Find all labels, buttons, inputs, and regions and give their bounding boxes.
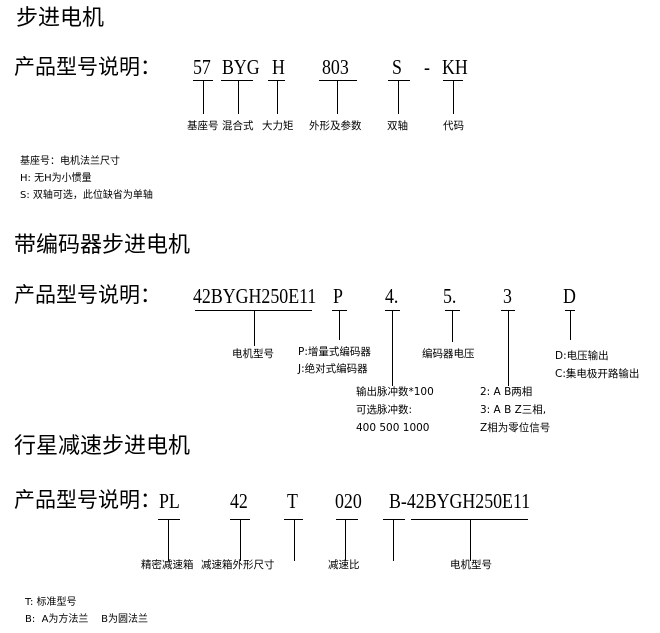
model-prefix: 产品型号说明： [14, 488, 161, 512]
underline [268, 80, 285, 81]
label-open-collector: C:集电极开路输出 [555, 368, 640, 380]
leader-line [470, 519, 471, 561]
underline [284, 519, 303, 520]
model-prefix: 产品型号说明： [14, 55, 161, 79]
leader-line [168, 519, 169, 561]
code-3: 3 [503, 284, 512, 308]
label-shape: 外形及参数 [309, 120, 362, 132]
underline [411, 519, 528, 520]
code-d: D [563, 284, 576, 308]
label-phase: 2: A B两相 [480, 386, 533, 398]
label-voltage-output: D:电压输出 [555, 350, 609, 362]
note: T: 标准型号 [25, 597, 77, 608]
code-dash: - [424, 55, 430, 79]
label-pulse: 可选脉冲数: [356, 404, 413, 416]
note: S: 双轴可选，此位缺省为单轴 [20, 190, 153, 201]
leader-line [398, 80, 399, 114]
leader-line [337, 80, 338, 114]
model-prefix: 产品型号说明： [14, 283, 161, 307]
leader-line [508, 310, 509, 386]
leader-line [453, 80, 454, 114]
leader-line [294, 519, 295, 561]
code-p: P [333, 284, 343, 308]
leader-line [339, 310, 340, 340]
label-ratio: 减速比 [328, 559, 360, 571]
underline [195, 310, 312, 311]
leader-line [452, 310, 453, 342]
underline [336, 519, 358, 520]
note: 基座号：电机法兰尺寸 [20, 156, 120, 167]
label-code: 代码 [443, 120, 464, 132]
label-incremental: P:增量式编码器 [298, 346, 371, 358]
code-803: 803 [322, 55, 349, 79]
code-s: S [392, 55, 402, 79]
code-020: 020 [335, 489, 362, 513]
leader-line [345, 519, 346, 561]
leader-line [238, 80, 239, 114]
label-absolute: J:绝对式编码器 [298, 363, 368, 375]
label-motor-model: 电机型号 [232, 348, 274, 360]
leader-line [570, 310, 571, 340]
leader-line [240, 519, 241, 561]
code-57: 57 [193, 55, 211, 79]
underline [158, 519, 180, 520]
code-byg: BYG [222, 55, 260, 79]
label-hybrid: 混合式 [222, 120, 254, 132]
label-torque: 大力矩 [262, 120, 294, 132]
label-encoder-voltage: 编码器电压 [422, 348, 475, 360]
label-gearbox-size: 减速箱外形尺寸 [201, 559, 275, 571]
code-kh: KH [442, 55, 468, 79]
code-pl: PL [159, 489, 180, 513]
code-h: H [272, 55, 285, 79]
label-motor-model: 电机型号 [450, 559, 492, 571]
label-pulse: 输出脉冲数*100 [356, 386, 434, 398]
code-b-motor: B-42BYGH250E11 [389, 489, 531, 513]
underline [383, 519, 405, 520]
label-pulse: 400 500 1000 [356, 422, 430, 434]
label-phase: 3: A B Z三相, [480, 404, 547, 416]
label-gearbox: 精密减速箱 [141, 559, 194, 571]
code-42: 42 [230, 489, 248, 513]
section-title-planetary-motor: 行星减速步进电机 [14, 434, 191, 459]
code-motor-model: 42BYGH250E11 [193, 284, 317, 308]
underline [221, 80, 253, 81]
underline [388, 80, 410, 81]
leader-line [277, 80, 278, 114]
section-title-stepper-motor: 步进电机 [16, 6, 105, 31]
leader-line [254, 310, 255, 346]
code-t: T [287, 489, 298, 513]
label-base: 基座号 [187, 120, 219, 132]
label-phase: Z相为零位信号 [480, 422, 551, 434]
leader-line [203, 80, 204, 114]
underline [319, 80, 357, 81]
note: B: A为方法兰 B为圆法兰 [25, 614, 149, 625]
code-5: 5. [443, 284, 457, 308]
section-title-encoder-motor: 带编码器步进电机 [14, 233, 191, 258]
note: H: 无H为小惯量 [20, 173, 92, 184]
code-4: 4. [385, 284, 399, 308]
leader-line [392, 310, 393, 386]
leader-line [393, 519, 394, 561]
label-dual-shaft: 双轴 [387, 120, 408, 132]
